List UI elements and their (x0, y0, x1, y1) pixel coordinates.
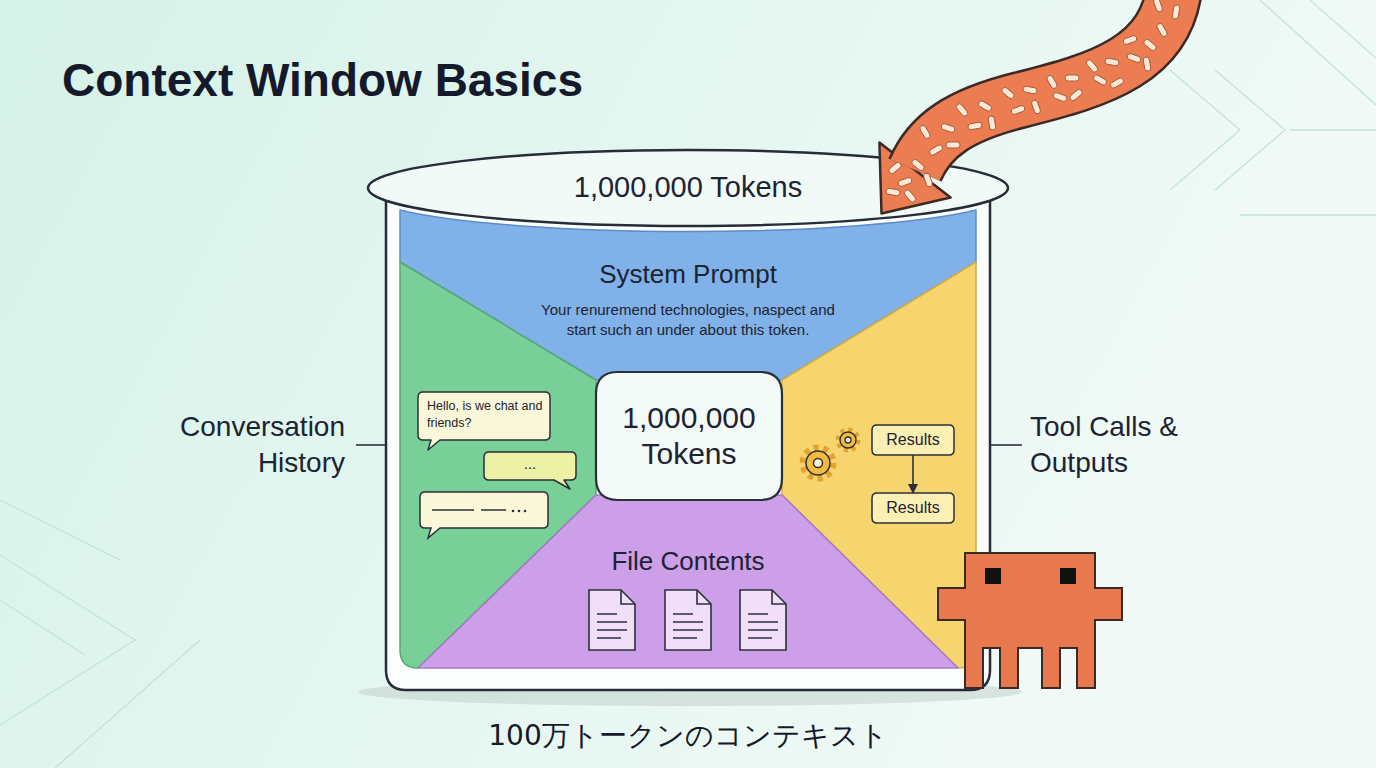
outline-group (418, 392, 550, 450)
section-heading: Conversation History (145, 409, 345, 481)
diagram-caption: 100万トークンのコンテキスト (0, 718, 1376, 754)
section-heading: Tool Calls & Outputs (1030, 409, 1180, 481)
token-pill (946, 142, 960, 148)
box-shape (872, 425, 954, 455)
token-pill (1085, 59, 1099, 74)
decor-line (0, 500, 120, 560)
decor-line (55, 640, 200, 768)
token-pill (1031, 99, 1041, 114)
bucket-body (386, 200, 990, 690)
token-pill (1052, 92, 1067, 102)
token-pill (919, 124, 931, 139)
bucket-rim (368, 150, 1008, 226)
token-pill (1122, 35, 1137, 45)
chat-text: Hello, is we chat and friends? (427, 398, 543, 432)
section-body: Your renuremend technologies, naspect an… (528, 300, 848, 340)
token-pill (1109, 77, 1124, 89)
arrow-outline (915, 0, 1175, 170)
decor-line (1290, 129, 1376, 130)
bubble-shape (484, 452, 576, 489)
token-pill (955, 103, 969, 118)
outline-group (418, 495, 958, 668)
box-shape (596, 372, 782, 500)
token-pill (977, 100, 992, 112)
token-pill (1172, 5, 1180, 20)
context-bucket: 1,000,000 TokensSystem PromptYour renure… (368, 150, 1008, 695)
outline-group (368, 150, 1008, 690)
capacity-label: 1,000,000 Tokens (368, 169, 1008, 205)
token-pill (1126, 53, 1141, 63)
result-label: Results (872, 498, 954, 518)
token-pill (1156, 22, 1168, 37)
arrow-shaft (915, 0, 1175, 170)
leader-line (356, 444, 386, 446)
mascot-eye (1060, 568, 1076, 584)
chat-bubble: Hello, is we chat and friends? (418, 392, 550, 440)
chat-bubble: ... (484, 452, 576, 480)
result-box: Results (872, 493, 954, 523)
decor-chevron (1170, 70, 1240, 190)
section-shape (418, 495, 958, 668)
token-pill (1143, 57, 1151, 72)
token-pill (1069, 88, 1084, 102)
decor-line (1260, 0, 1376, 105)
node-outline (418, 495, 958, 668)
outline-group (596, 372, 782, 500)
token-pill (1143, 38, 1158, 52)
section-heading: System Prompt (400, 258, 976, 290)
outline-group (872, 493, 954, 523)
decor-chevron (0, 555, 135, 725)
token-pill (1153, 0, 1163, 13)
decor-line (1310, 0, 1376, 58)
token-pill (988, 116, 996, 131)
result-box: Results (872, 425, 954, 455)
outline-group (484, 452, 576, 489)
token-pill (1065, 75, 1079, 81)
token-pill (1001, 86, 1016, 100)
result-label: Results (872, 430, 954, 450)
decor-chevron (1215, 70, 1285, 190)
capacity-label: 1,000,000 Tokens (596, 400, 782, 472)
token-pill (968, 122, 983, 130)
token-pill (1046, 74, 1058, 89)
token-pill (1105, 58, 1120, 66)
bubble-shape (418, 392, 550, 450)
token-pill (1092, 74, 1107, 86)
decor-line (1240, 214, 1376, 215)
token-pill (928, 144, 943, 156)
outline-group (872, 425, 954, 455)
token-pill (1010, 105, 1025, 115)
node-outline (596, 372, 782, 500)
diagram-title: Context Window Basics (62, 52, 583, 108)
chat-text: ... (484, 454, 576, 474)
token-pill (1023, 86, 1038, 94)
token-total-box: 1,000,000 Tokens (596, 372, 782, 500)
token-pill (940, 123, 955, 133)
leader-line (990, 444, 1022, 446)
decor-line (0, 600, 85, 655)
section-heading: File Contents (418, 545, 958, 577)
file-contents-section: File Contents (418, 495, 958, 668)
box-shape (872, 493, 954, 523)
